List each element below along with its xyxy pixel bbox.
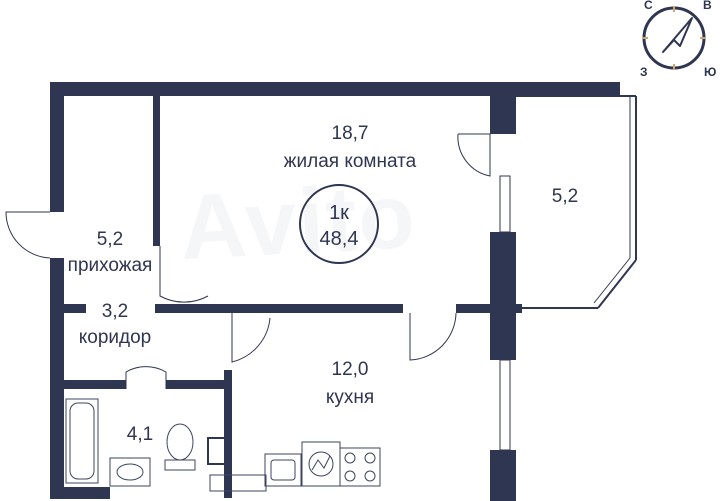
compass-icon (642, 6, 706, 70)
compass-east: В (703, 0, 712, 12)
compass-west: З (640, 65, 648, 79)
kitchen-name: кухня (325, 387, 375, 408)
hall-area: 5,2 (96, 229, 124, 250)
doors (5, 133, 491, 389)
balcony-area: 5,2 (551, 186, 579, 207)
hall-name: прихожая (67, 255, 153, 276)
apartment-type: 1к (329, 202, 349, 224)
balcony-outline (499, 95, 637, 451)
compass-north: С (644, 0, 653, 12)
compass-south: Ю (704, 65, 717, 79)
bathroom-area: 4,1 (126, 424, 154, 445)
corridor-area: 3,2 (101, 301, 129, 322)
walls (50, 82, 620, 501)
living-room-area: 18,7 (331, 123, 369, 144)
corridor-name: коридор (78, 327, 152, 348)
fixtures (65, 398, 381, 492)
apartment-badge-circle (299, 184, 379, 264)
kitchen-area: 12,0 (331, 359, 369, 380)
living-room-name: жилая комната (283, 151, 417, 172)
apartment-total-area: 48,4 (319, 228, 359, 250)
